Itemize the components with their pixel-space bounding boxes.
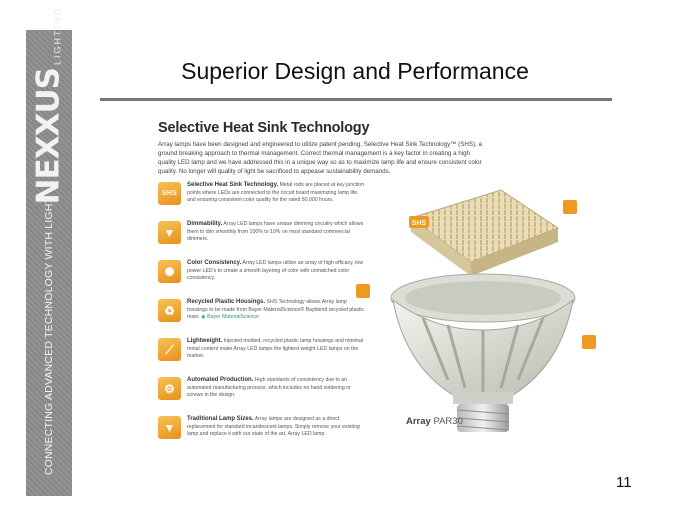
lamp-housing: [390, 273, 576, 432]
feature-body: Injected molded, recycled plastic lamp h…: [187, 338, 364, 359]
feature-body: Array LED lamps have unique dimming circ…: [187, 221, 364, 242]
panel-intro: Array lamps have been designed and engin…: [158, 141, 482, 175]
page-number: 11: [616, 474, 632, 491]
bayer-logo: ◉ Bayer MaterialScience: [201, 314, 260, 320]
brand-tagline: CONNECTING ADVANCED TECHNOLOGY WITH LIGH…: [43, 196, 56, 476]
svg-text:SHS: SHS: [412, 220, 427, 227]
callout-color-icon: [563, 200, 577, 214]
panel-heading: Selective Heat Sink Technology: [158, 120, 370, 136]
logo-subtitle: LIGHTING: [52, 6, 63, 65]
callout-dimmer-icon: [356, 284, 370, 298]
feature-item-color-consistency: ✺ Color Consistency. Array LED lamps uti…: [158, 260, 368, 294]
feature-title: Selective Heat Sink Technology.: [187, 182, 279, 188]
feature-item-recycled-housings: ♻ Recycled Plastic Housings. SHS Technol…: [158, 299, 368, 333]
feature-body: High standards of consistency due to an …: [187, 377, 351, 398]
caption-brand: Array: [406, 416, 431, 427]
feature-item-automated-production: ⚙ Automated Production. High standards o…: [158, 377, 368, 411]
feature-title: Recycled Plastic Housings.: [187, 299, 266, 305]
nexxus-logo: NEXXUS LIGHTING: [26, 6, 72, 204]
brand-side-bar: [26, 30, 72, 496]
feather-icon: ⟋: [158, 338, 181, 361]
feature-title: Dimmability.: [187, 221, 223, 227]
feature-body: Metal rods are placed at key junction po…: [187, 182, 365, 203]
slide-title: Superior Design and Performance: [181, 58, 529, 84]
feature-title: Traditional Lamp Sizes.: [187, 416, 254, 422]
dimmer-icon: ▼: [158, 221, 181, 244]
feature-title: Lightweight.: [187, 338, 223, 344]
feature-item-dimmability: ▼ Dimmability. Array LED lamps have uniq…: [158, 221, 368, 255]
title-divider: [100, 98, 612, 101]
recycle-icon: ♻: [158, 299, 181, 322]
gear-icon: ⚙: [158, 377, 181, 400]
heat-sink-pins: SHS: [409, 189, 560, 276]
lamp-icon: ▼: [158, 416, 181, 439]
array-par30-lamp-illustration: SHS: [356, 189, 596, 432]
brand-tagline-wrap: CONNECTING ADVANCED TECHNOLOGY WITH LIGH…: [26, 180, 72, 492]
color-burst-icon: ✺: [158, 260, 181, 283]
shs-badge-icon: SHS: [158, 182, 181, 205]
feature-item-shs: SHS Selective Heat Sink Technology. Meta…: [158, 182, 368, 216]
feature-body: SHS Technology allows Array lamp housing…: [187, 299, 365, 320]
content-panel: Selective Heat Sink Technology Array lam…: [148, 110, 614, 440]
callout-recycle-icon: [582, 335, 596, 349]
feature-item-lightweight: ⟋ Lightweight. Injected molded, recycled…: [158, 338, 368, 372]
feature-title: Color Consistency.: [187, 260, 242, 266]
caption-model: PAR30: [433, 416, 463, 427]
feature-body: Array LED lamps utilize an array of high…: [187, 260, 364, 281]
illustration-caption: Array PAR30: [406, 416, 463, 427]
shs-tag: [409, 216, 429, 228]
feature-item-traditional-sizes: ▼ Traditional Lamp Sizes. Array lamps ar…: [158, 416, 368, 450]
feature-body: Array lamps are designed as a direct rep…: [187, 416, 360, 437]
feature-title: Automated Production.: [187, 377, 254, 383]
